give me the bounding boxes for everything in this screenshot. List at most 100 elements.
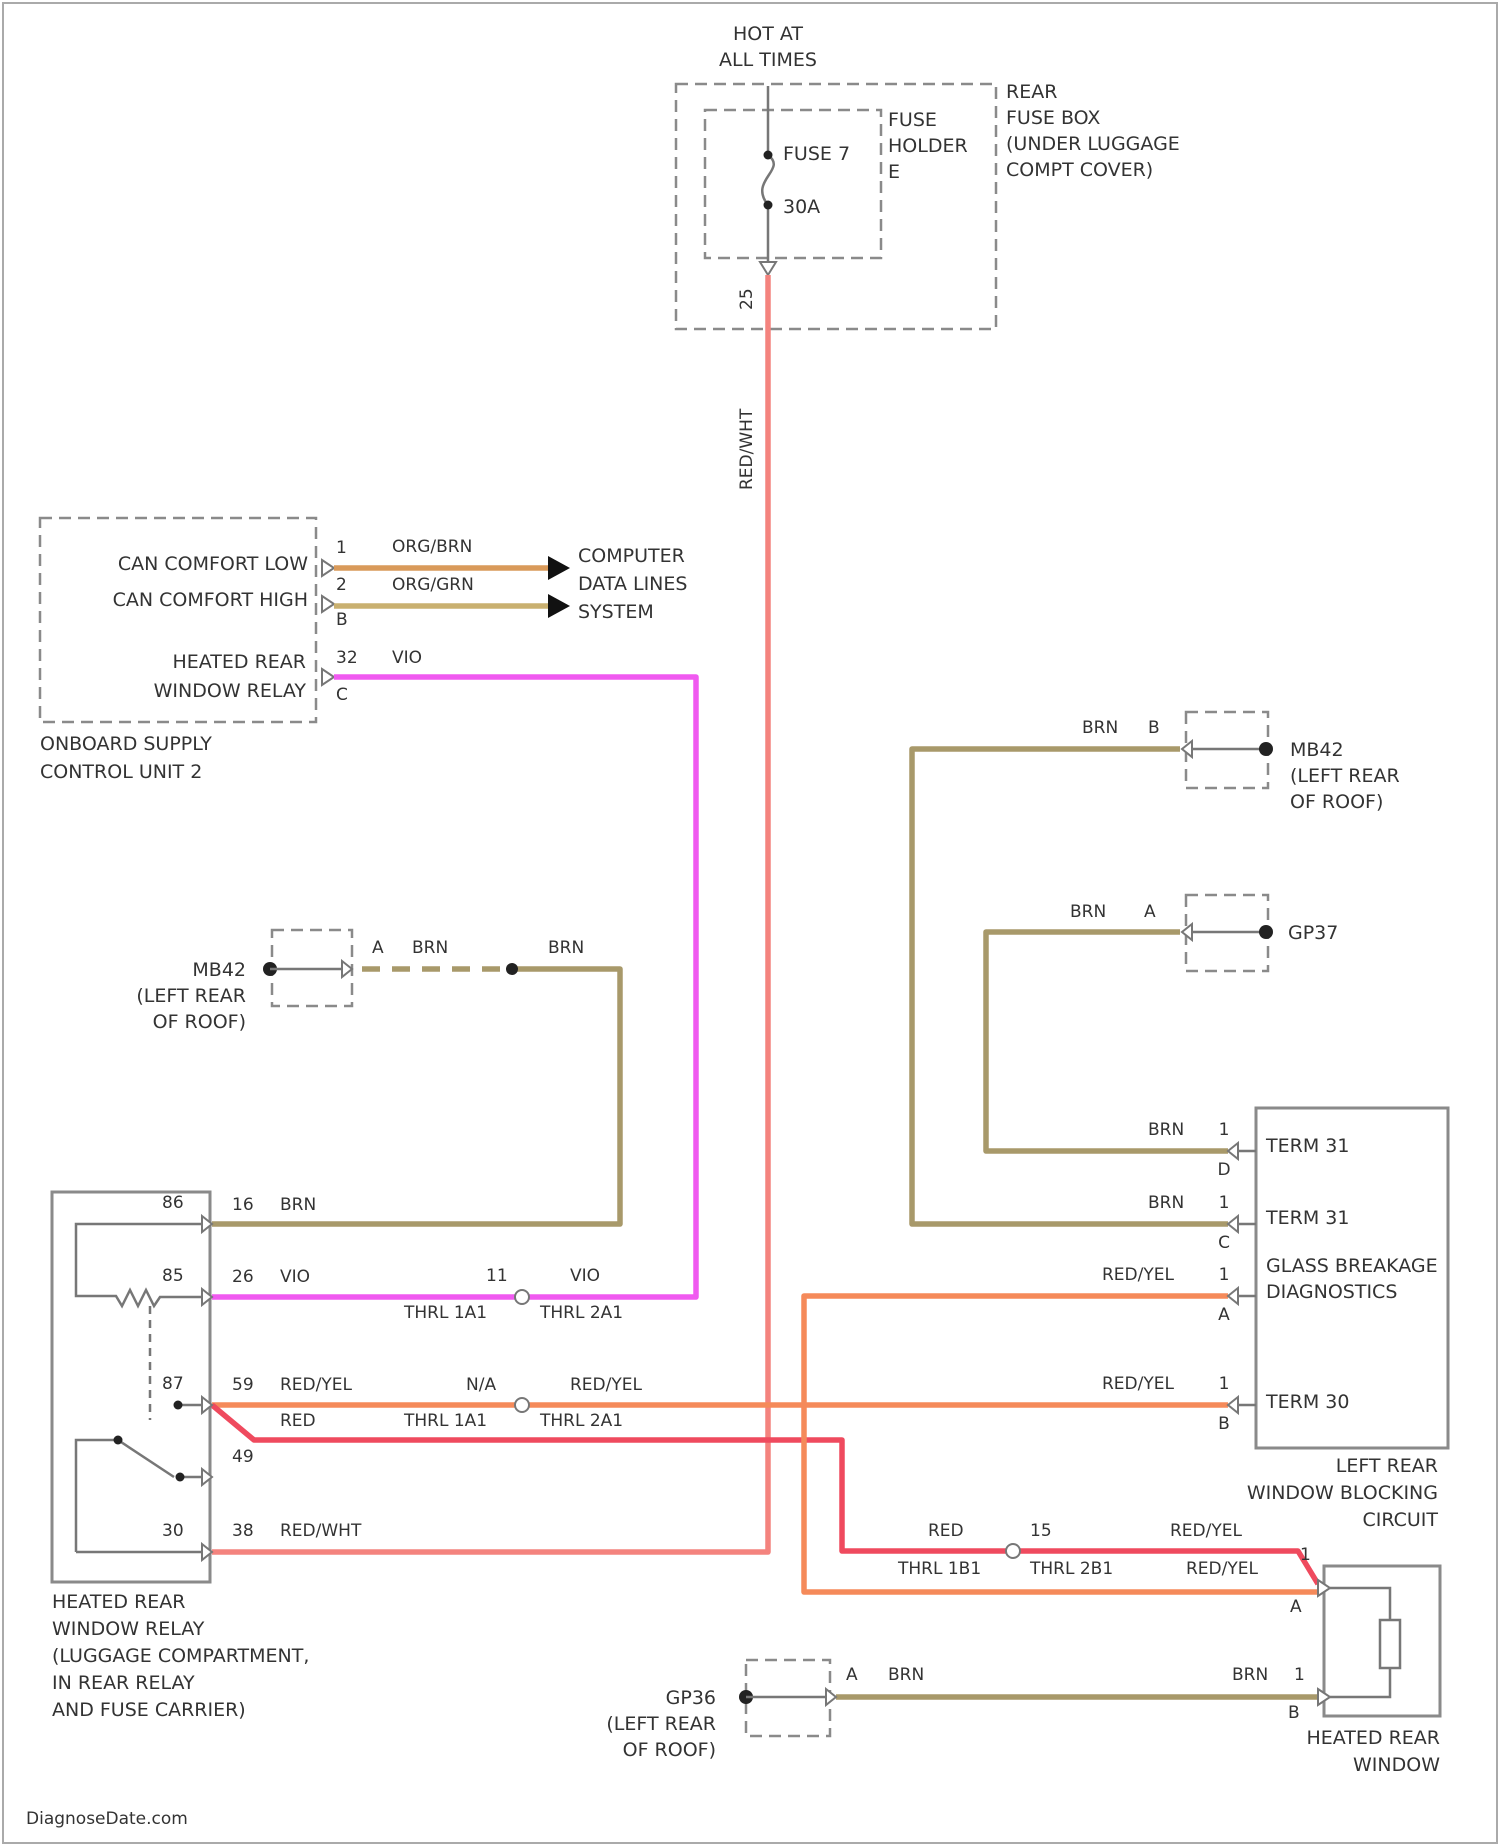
fuse-rating: 30A — [783, 196, 820, 218]
wire-red-wht-feed — [212, 275, 768, 1552]
relay-w49: RED — [280, 1411, 316, 1431]
pin-can-comfort-low: CAN COMFORT LOW — [118, 553, 308, 575]
relay-name-1: HEATED REAR — [52, 1591, 186, 1613]
wire-brn-gp37 — [986, 932, 1228, 1151]
data-lines-3: SYSTEM — [578, 601, 654, 623]
hot-at-all-times-2: ALL TIMES — [719, 49, 817, 71]
heated-rear-window: 1 A 1 B BRN HEATED REAR WINDOW — [1232, 1545, 1440, 1776]
mb42-right-wire: BRN — [1082, 718, 1118, 738]
fuse-box-name-3: (UNDER LUGGAGE — [1006, 133, 1180, 155]
relay-name-5: AND FUSE CARRIER) — [52, 1699, 246, 1721]
fuse-label: FUSE 7 — [783, 143, 850, 165]
heated-rear-window-relay: 86 85 87 30 16 26 59 49 38 BRN VIO RED/Y… — [52, 1192, 362, 1721]
mb42-left-wire-1: BRN — [412, 938, 448, 958]
supply-connector-b — [322, 560, 334, 612]
blocking-p4: 1 — [1219, 1374, 1230, 1394]
fuse-holder-name-3: E — [888, 161, 900, 183]
blocking-name-2: WINDOW BLOCKING — [1247, 1482, 1438, 1504]
mb42-left-name-2: (LEFT REAR — [136, 985, 246, 1007]
fuse-box-name-2: FUSE BOX — [1006, 107, 1100, 129]
blocking-name-3: CIRCUIT — [1362, 1509, 1438, 1531]
mb42-left-connector — [342, 961, 352, 977]
blocking-c-d: D — [1217, 1160, 1230, 1180]
relay-pin-26: 26 — [232, 1267, 254, 1287]
inline-15-right: THRL 2B1 — [1029, 1559, 1113, 1579]
window-wire: BRN — [1232, 1665, 1268, 1685]
page-frame — [3, 3, 1497, 1843]
relay-name-4: IN REAR RELAY — [52, 1672, 195, 1694]
inline-connector-11 — [515, 1290, 529, 1304]
relay-pin-16: 16 — [232, 1195, 254, 1215]
rear-fuse-box: HOT AT ALL TIMES REAR FUSE BOX (UNDER LU… — [676, 23, 1180, 490]
wire-red-49 — [212, 1405, 1318, 1584]
wire-red-yel-glass — [804, 1296, 1318, 1592]
blocking-pin-c — [1228, 1216, 1238, 1232]
blocking-c-c: C — [1218, 1233, 1230, 1253]
mb42-left-wire-2: BRN — [548, 938, 584, 958]
window-heater-element — [1380, 1620, 1400, 1668]
relay-term-85: 85 — [162, 1266, 184, 1286]
relay-w38: RED/WHT — [280, 1521, 362, 1541]
gp36-name-3: OF ROOF) — [623, 1739, 716, 1761]
supply-pin-2: 2 — [336, 575, 347, 595]
blocking-glass-2: DIAGNOSTICS — [1266, 1281, 1397, 1303]
blocking-pin-d — [1228, 1143, 1238, 1159]
mb42-right-name-2: (LEFT REAR — [1290, 765, 1400, 787]
fuse-holder-name-1: FUSE — [888, 109, 937, 131]
blocking-p1: 1 — [1219, 1120, 1230, 1140]
relay-term-30: 30 — [162, 1521, 184, 1541]
supply-pin-1: 1 — [336, 538, 347, 558]
blocking-w-t30: RED/YEL — [1102, 1374, 1174, 1394]
arrow-can-low — [548, 556, 570, 580]
fuse-pin-25: 25 — [737, 288, 757, 310]
window-conn-a: A — [1290, 1597, 1302, 1617]
relay-pin-59: 59 — [232, 1375, 254, 1395]
ground-mb42-left: MB42 (LEFT REAR OF ROOF) A BRN BRN — [136, 930, 584, 1033]
inline-connector-na — [515, 1398, 529, 1412]
onboard-supply-control-unit: CAN COMFORT LOW CAN COMFORT HIGH HEATED … — [40, 518, 687, 783]
fuse-terminal-bottom — [764, 201, 773, 210]
gp36-name-2: (LEFT REAR — [606, 1713, 716, 1735]
relay-name-2: WINDOW RELAY — [52, 1618, 205, 1640]
supply-pin-32: 32 — [336, 648, 358, 668]
splice-mb42-left — [506, 963, 518, 975]
wire-vio-label: VIO — [392, 648, 422, 668]
supply-conn-b: B — [336, 610, 348, 630]
blocking-pin-b — [1228, 1397, 1238, 1413]
mb42-left-name-3: OF ROOF) — [153, 1011, 246, 1033]
inline-11-left: THRL 1A1 — [403, 1303, 487, 1323]
data-lines-1: COMPUTER — [578, 545, 685, 567]
fuse-box-name-1: REAR — [1006, 81, 1057, 103]
window-conn-b: B — [1288, 1703, 1300, 1723]
gp36-name-1: GP36 — [666, 1687, 716, 1709]
blocking-c-a: A — [1218, 1305, 1230, 1325]
relay-contact-87 — [174, 1401, 183, 1410]
mb42-left-conn: A — [372, 938, 384, 958]
wires — [212, 275, 1318, 1697]
fuse-box-name-4: COMPT COVER) — [1006, 159, 1153, 181]
relay-name-3: (LUGGAGE COMPARTMENT, — [52, 1645, 309, 1667]
blocking-w-t31: BRN — [1148, 1120, 1184, 1140]
fuse-pin-connector — [760, 262, 776, 275]
supply-connector-c — [322, 669, 334, 685]
inline-11-wire: VIO — [570, 1266, 600, 1286]
ground-mb42-right: MB42 (LEFT REAR OF ROOF) B BRN — [1082, 712, 1400, 813]
blocking-p3: 1 — [1219, 1265, 1230, 1285]
relay-pin-38: 38 — [232, 1521, 254, 1541]
fuse-terminal-top — [764, 151, 773, 160]
inline-na-left: THRL 1A1 — [403, 1411, 487, 1431]
inline-11-right: THRL 2A1 — [539, 1303, 623, 1323]
gp36-conn: A — [846, 1665, 858, 1685]
gp36-wire: BRN — [888, 1665, 924, 1685]
blocking-name-1: LEFT REAR — [1336, 1455, 1438, 1477]
blocking-pin-leads — [1238, 1151, 1256, 1405]
relay-w16: BRN — [280, 1195, 316, 1215]
inline-15-wire-right: RED/YEL — [1170, 1521, 1242, 1541]
window-name-1: HEATED REAR — [1306, 1727, 1440, 1749]
inline-15-left: THRL 1B1 — [897, 1559, 981, 1579]
fuse-holder-outline — [705, 110, 881, 258]
relay-pin-49-label: 49 — [232, 1447, 254, 1467]
mb42-left-name-1: MB42 — [192, 959, 246, 981]
inline-15-wire-left: RED — [928, 1521, 964, 1541]
